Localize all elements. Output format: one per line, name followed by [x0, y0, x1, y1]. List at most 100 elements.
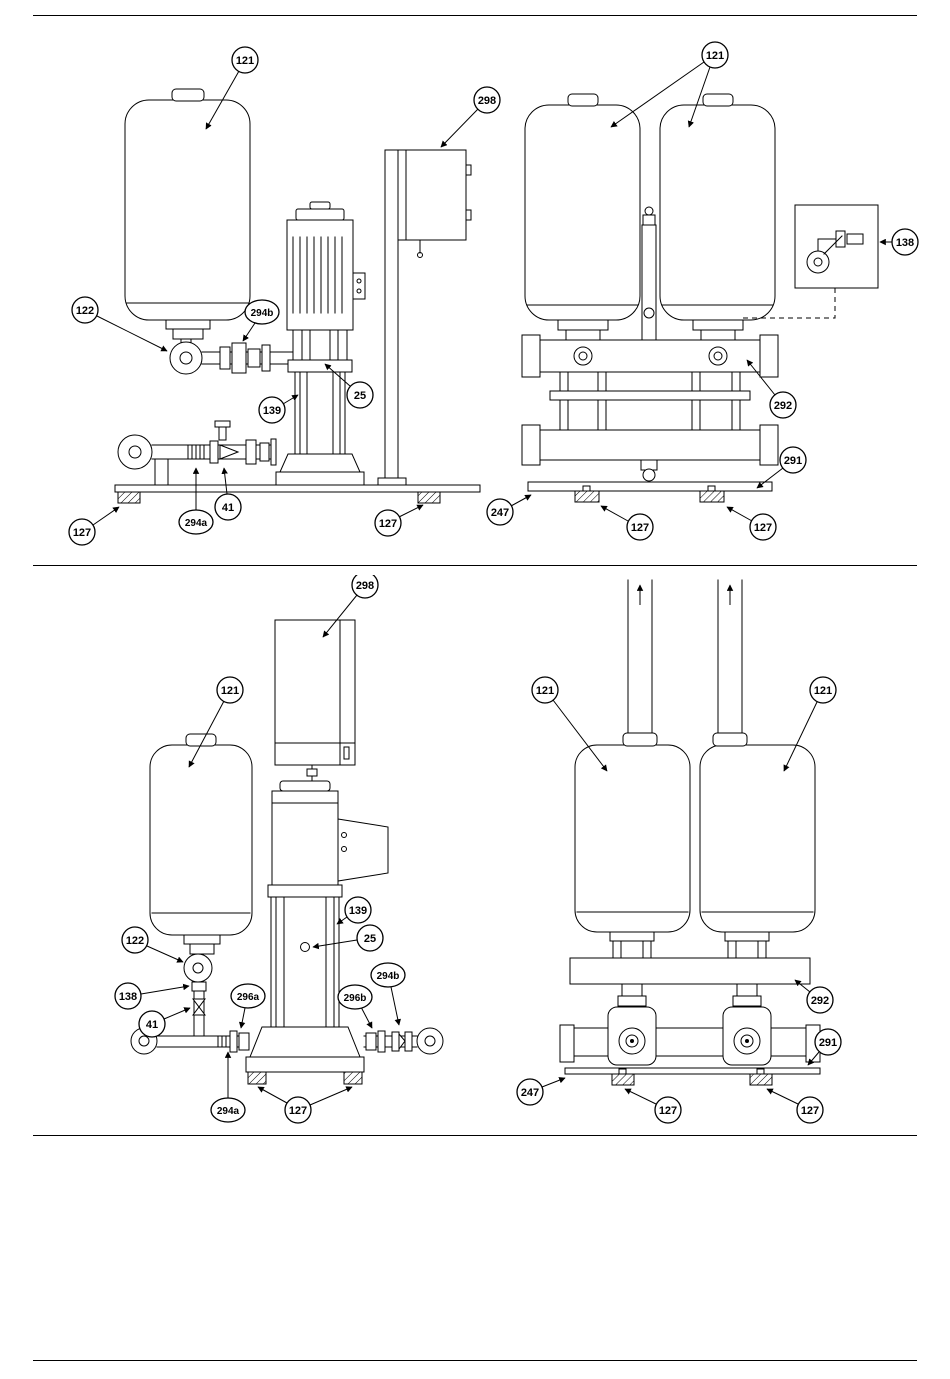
base-frame: [564, 1067, 821, 1086]
horizontal-rule-bottom: [33, 1360, 917, 1361]
frame-columns: [549, 371, 751, 431]
callout-138: 138: [114, 982, 190, 1010]
svg-text:296b: 296b: [344, 993, 367, 1004]
svg-text:298: 298: [478, 95, 496, 107]
svg-text:127: 127: [73, 527, 91, 539]
svg-text:138: 138: [896, 237, 914, 249]
suction-pipe-assembly: [117, 420, 277, 486]
diaphragm-tank-left: [574, 732, 691, 959]
callout-294b: 294b: [370, 962, 406, 1026]
diaphragm-tank-right: [699, 732, 816, 959]
callout-127: 127: [374, 504, 424, 537]
callout-121: 121: [531, 676, 608, 772]
svg-text:294b: 294b: [377, 971, 400, 982]
callout-292: 292: [794, 979, 834, 1014]
base-frame: [527, 481, 773, 503]
svg-text:41: 41: [146, 1019, 158, 1031]
pump-coupling: [292, 329, 348, 361]
horizontal-rule-top: [33, 15, 917, 16]
pump-motor: [271, 780, 389, 886]
svg-text:139: 139: [263, 405, 281, 417]
svg-text:121: 121: [814, 685, 832, 697]
callout-41: 41: [138, 1007, 191, 1038]
control-cabinet: [274, 619, 356, 782]
detail-inset-box: [742, 204, 879, 319]
pump-column: [275, 359, 365, 486]
figure-booster-set-side-view: 121 298 122 294b 25 139: [68, 46, 501, 546]
svg-text:127: 127: [631, 522, 649, 534]
pump-column: [245, 884, 365, 1085]
diaphragm-tank-right: [659, 93, 776, 343]
callout-127: 127: [766, 1088, 824, 1124]
diaphragm-tank: [149, 733, 253, 955]
callout-247: 247: [486, 494, 532, 526]
callout-127: 127: [624, 1088, 682, 1124]
figure-twin-tank-rear-view: 121 138 292 291 247 127: [486, 41, 919, 541]
svg-text:294a: 294a: [217, 1106, 240, 1117]
callout-296b: 296b: [337, 984, 373, 1029]
svg-text:127: 127: [289, 1105, 307, 1117]
diaphragm-tank-left: [524, 93, 641, 343]
svg-text:121: 121: [221, 685, 239, 697]
callout-41: 41: [214, 467, 242, 521]
horizontal-rule-lower: [33, 1135, 917, 1136]
svg-text:122: 122: [76, 305, 94, 317]
figure-twin-pump-front-view: 121 121 292 291 247 127: [516, 579, 842, 1124]
pump-right: [722, 1006, 772, 1066]
callout-127: 127: [726, 506, 777, 541]
tank-isolating-valve-122: [183, 953, 213, 1036]
svg-text:247: 247: [521, 1087, 539, 1099]
callout-25: 25: [324, 363, 374, 409]
svg-text:122: 122: [126, 935, 144, 947]
svg-text:127: 127: [801, 1105, 819, 1117]
svg-text:294a: 294a: [185, 518, 208, 529]
svg-text:291: 291: [819, 1037, 837, 1049]
callout-139: 139: [336, 896, 372, 925]
svg-text:298: 298: [356, 580, 374, 592]
callout-121: 121: [610, 41, 729, 128]
svg-text:296a: 296a: [237, 992, 260, 1003]
callout-139: 139: [258, 394, 299, 424]
callout-127: 127: [68, 506, 120, 546]
figure-single-pump-front-view: 298 121 122 138 41 139: [114, 575, 444, 1124]
svg-text:292: 292: [774, 400, 792, 412]
callout-294a: 294a: [210, 1051, 246, 1123]
callout-291: 291: [807, 1028, 842, 1066]
callout-291: 291: [756, 446, 807, 489]
base-frame: [114, 484, 481, 504]
callout-121: 121: [188, 676, 244, 768]
svg-text:121: 121: [236, 55, 254, 67]
svg-text:121: 121: [706, 50, 724, 62]
callout-127: 127: [257, 1086, 353, 1124]
callout-121: 121: [783, 676, 837, 772]
callout-122: 122: [71, 296, 168, 352]
suction-manifold: [559, 1024, 821, 1063]
callout-122: 122: [121, 926, 184, 963]
pump-connections: [617, 983, 762, 1007]
svg-text:25: 25: [354, 390, 366, 402]
callout-25: 25: [312, 924, 384, 952]
manifold-bar: [569, 957, 811, 985]
svg-text:127: 127: [754, 522, 772, 534]
svg-text:127: 127: [659, 1105, 677, 1117]
svg-text:247: 247: [491, 507, 509, 519]
callout-294b: 294b: [242, 299, 280, 342]
diaphragm-tank: [124, 88, 251, 345]
control-cabinet-stand: [377, 149, 407, 486]
callout-292: 292: [746, 359, 797, 419]
pump-left: [607, 1006, 657, 1066]
svg-text:25: 25: [364, 933, 376, 945]
pump-motor: [286, 201, 366, 331]
svg-text:127: 127: [379, 518, 397, 530]
svg-text:139: 139: [349, 905, 367, 917]
svg-text:291: 291: [784, 455, 802, 467]
callout-294a: 294a: [178, 467, 214, 535]
callout-298: 298: [440, 86, 501, 148]
upper-manifold: [521, 334, 779, 378]
riser-pipes: [627, 579, 743, 746]
control-cabinet: [397, 149, 472, 258]
callout-298: 298: [322, 575, 379, 638]
callout-296a: 296a: [230, 983, 266, 1029]
discharge-pipe-fittings: [201, 342, 294, 374]
